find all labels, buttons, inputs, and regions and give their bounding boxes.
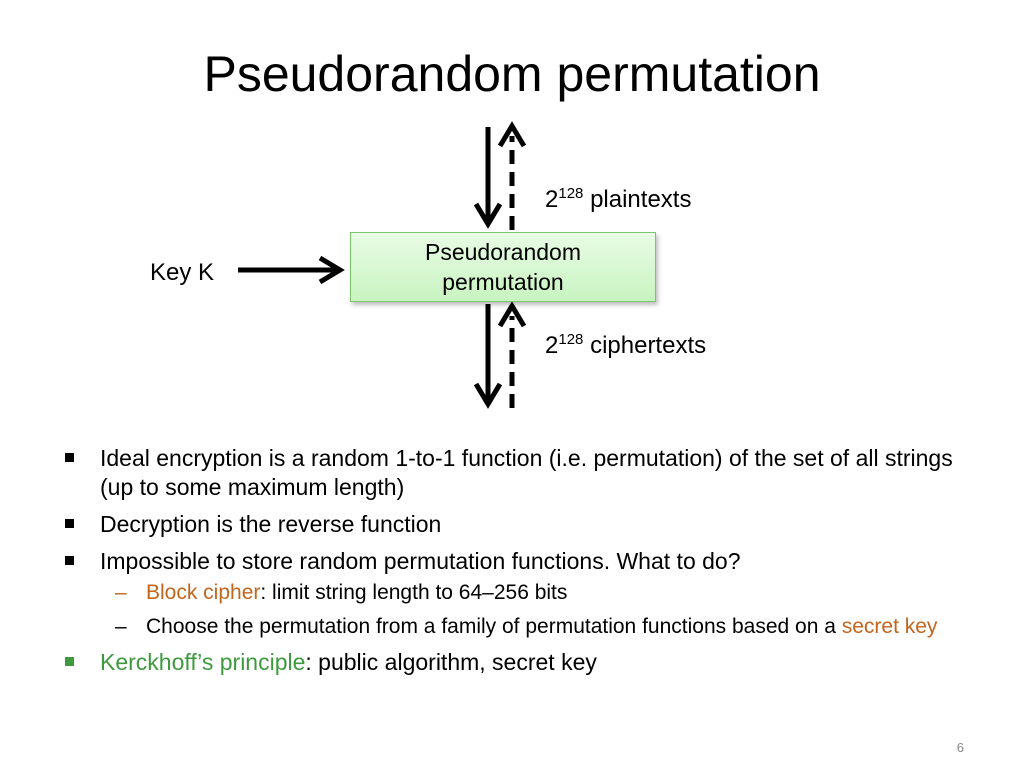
subbullet-text: Choose the permutation from a family of … bbox=[146, 615, 842, 638]
prp-diagram bbox=[238, 121, 527, 409]
square-bullet-icon bbox=[65, 657, 74, 666]
plaintexts-text: plaintexts bbox=[590, 186, 692, 213]
square-bullet-icon bbox=[65, 453, 74, 462]
ciphertexts-base: 2 bbox=[545, 332, 559, 359]
bullet-text: Decryption is the reverse function bbox=[100, 511, 442, 537]
plaintexts-label: 2128 plaintexts bbox=[545, 184, 691, 216]
square-bullet-icon bbox=[65, 556, 74, 565]
subbullet-family: – Choose the permutation from a family o… bbox=[62, 614, 982, 640]
ciphertext-in-arrowhead bbox=[497, 301, 527, 328]
bullet-text: Impossible to store random permutation f… bbox=[100, 548, 741, 574]
ciphertexts-exponent: 128 bbox=[558, 331, 584, 348]
bullet-impossible: Impossible to store random permutation f… bbox=[62, 547, 982, 576]
block-cipher-term: Block cipher bbox=[146, 581, 261, 604]
prp-box-line1: Pseudorandom bbox=[425, 239, 581, 265]
key-arrowhead bbox=[318, 255, 345, 285]
dash-bullet-icon: – bbox=[115, 581, 127, 604]
secret-key-term: secret key bbox=[841, 615, 938, 638]
ciphertexts-text: ciphertexts bbox=[590, 332, 707, 359]
key-label: Key K bbox=[150, 259, 215, 286]
slide-title: Pseudorandom permutation bbox=[203, 46, 821, 102]
ciphertext-out-arrowhead bbox=[473, 382, 503, 409]
prp-box: Pseudorandom permutation bbox=[350, 232, 656, 302]
plaintext-in-arrowhead bbox=[473, 202, 503, 229]
page-number: 6 bbox=[956, 740, 964, 755]
plaintext-out-arrowhead bbox=[497, 121, 527, 148]
bullet-ideal-encryption: Ideal encryption is a random 1-to-1 func… bbox=[62, 444, 982, 502]
dash-bullet-icon: – bbox=[115, 615, 127, 638]
bullet-list: Ideal encryption is a random 1-to-1 func… bbox=[62, 444, 982, 685]
bullet-text: Ideal encryption is a random 1-to-1 func… bbox=[100, 445, 953, 500]
bullet-text: : public algorithm, secret key bbox=[305, 649, 597, 675]
square-bullet-icon bbox=[65, 519, 74, 528]
plaintexts-exponent: 128 bbox=[558, 185, 584, 202]
kerckhoff-term: Kerckhoff’s principle bbox=[100, 649, 306, 675]
bullet-decryption: Decryption is the reverse function bbox=[62, 510, 982, 539]
bullet-kerckhoff: Kerckhoff’s principle: public algorithm,… bbox=[62, 648, 982, 677]
prp-box-line2: permutation bbox=[442, 269, 564, 295]
subbullet-block-cipher: – Block cipher: limit string length to 6… bbox=[62, 580, 982, 606]
ciphertexts-label: 2128 ciphertexts bbox=[545, 330, 706, 362]
subbullet-text: : limit string length to 64–256 bits bbox=[260, 581, 568, 604]
plaintexts-base: 2 bbox=[545, 186, 559, 213]
